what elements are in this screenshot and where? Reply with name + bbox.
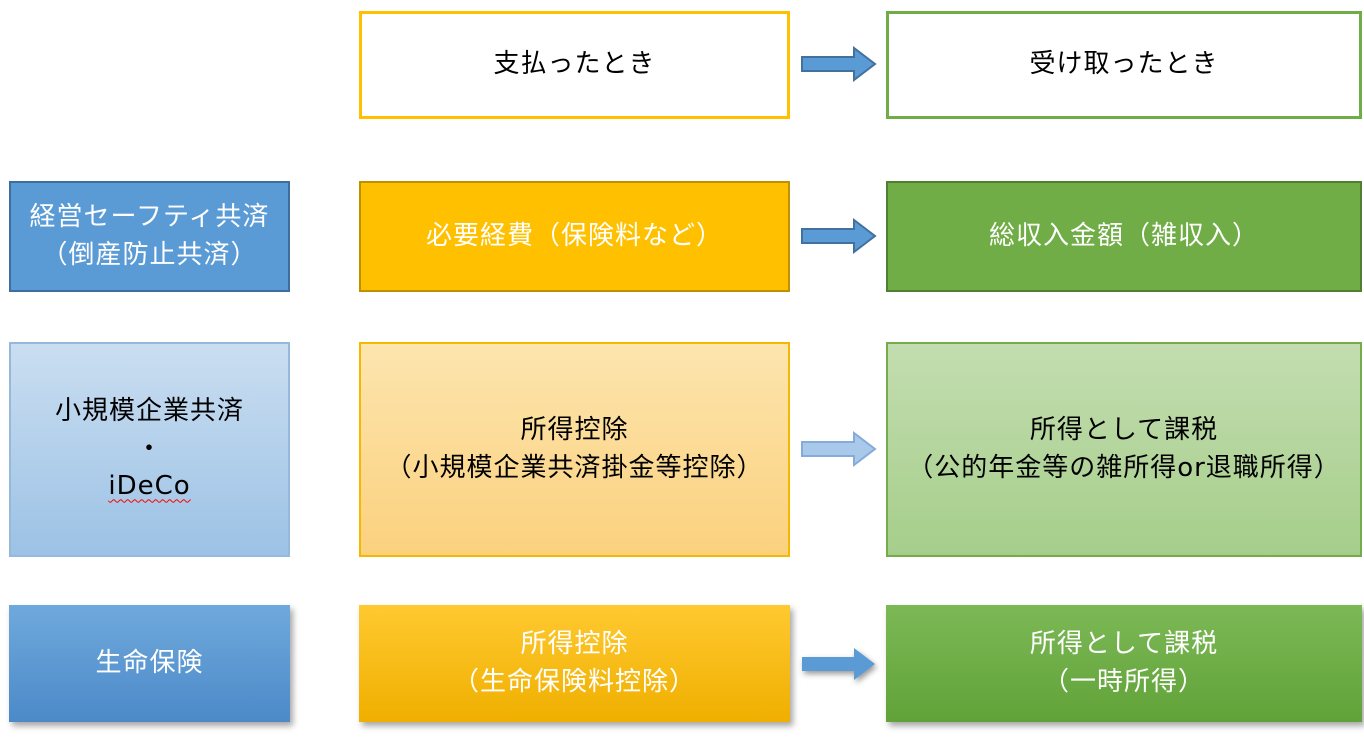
row3-received-line1: 所得として課税 <box>1029 628 1219 659</box>
row2-product-box: 小規模企業共済 ・ iDeCo <box>9 342 290 557</box>
row3-product-line1: 生命保険 <box>95 647 204 678</box>
header-arrow-right-icon <box>801 46 877 82</box>
row2-paid-box: 所得控除 （小規模企業共済掛金等控除） <box>359 342 790 557</box>
row3-received-box: 所得として課税 （一時所得） <box>886 605 1362 722</box>
row3-received-line2: （一時所得） <box>1042 666 1205 697</box>
row1-product-line2: （倒産防止共済） <box>41 239 258 270</box>
row2-received-line1: 所得として課税 <box>1029 414 1219 445</box>
header-paid-box: 支払ったとき <box>359 11 790 119</box>
row1-arrow-right-icon <box>801 218 877 254</box>
row1-received-box: 総収入金額（雑収入） <box>886 181 1362 292</box>
row2-received-box: 所得として課税 （公的年金等の雑所得or退職所得） <box>886 342 1362 557</box>
row2-product-line1: 小規模企業共済 <box>54 395 244 426</box>
row1-product-box: 経営セーフティ共済 （倒産防止共済） <box>9 181 290 292</box>
row1-paid-box: 必要経費（保険料など） <box>359 181 790 292</box>
row3-paid-line1: 所得控除 <box>520 628 629 659</box>
header-received-box: 受け取ったとき <box>886 11 1362 119</box>
row3-paid-line2: （生命保険料控除） <box>452 666 696 697</box>
row3-paid-box: 所得控除 （生命保険料控除） <box>359 605 790 722</box>
row2-product-line2: ・ <box>135 433 163 464</box>
row2-arrow-right-icon <box>801 431 877 467</box>
header-paid-label: 支払ったとき <box>493 49 656 80</box>
row1-received-line1: 総収入金額（雑収入） <box>988 220 1259 251</box>
row2-product-line3: iDeCo <box>108 471 191 502</box>
row2-paid-line1: 所得控除 <box>520 414 629 445</box>
row1-paid-line1: 必要経費（保険料など） <box>425 220 723 251</box>
header-received-label: 受け取ったとき <box>1029 49 1219 80</box>
row3-product-box: 生命保険 <box>9 605 290 722</box>
row2-received-line2: （公的年金等の雑所得or退職所得） <box>907 452 1341 483</box>
row1-product-line1: 経営セーフティ共済 <box>29 201 270 232</box>
row2-paid-line2: （小規模企業共済掛金等控除） <box>385 452 764 483</box>
row3-arrow-right-icon <box>802 648 875 680</box>
